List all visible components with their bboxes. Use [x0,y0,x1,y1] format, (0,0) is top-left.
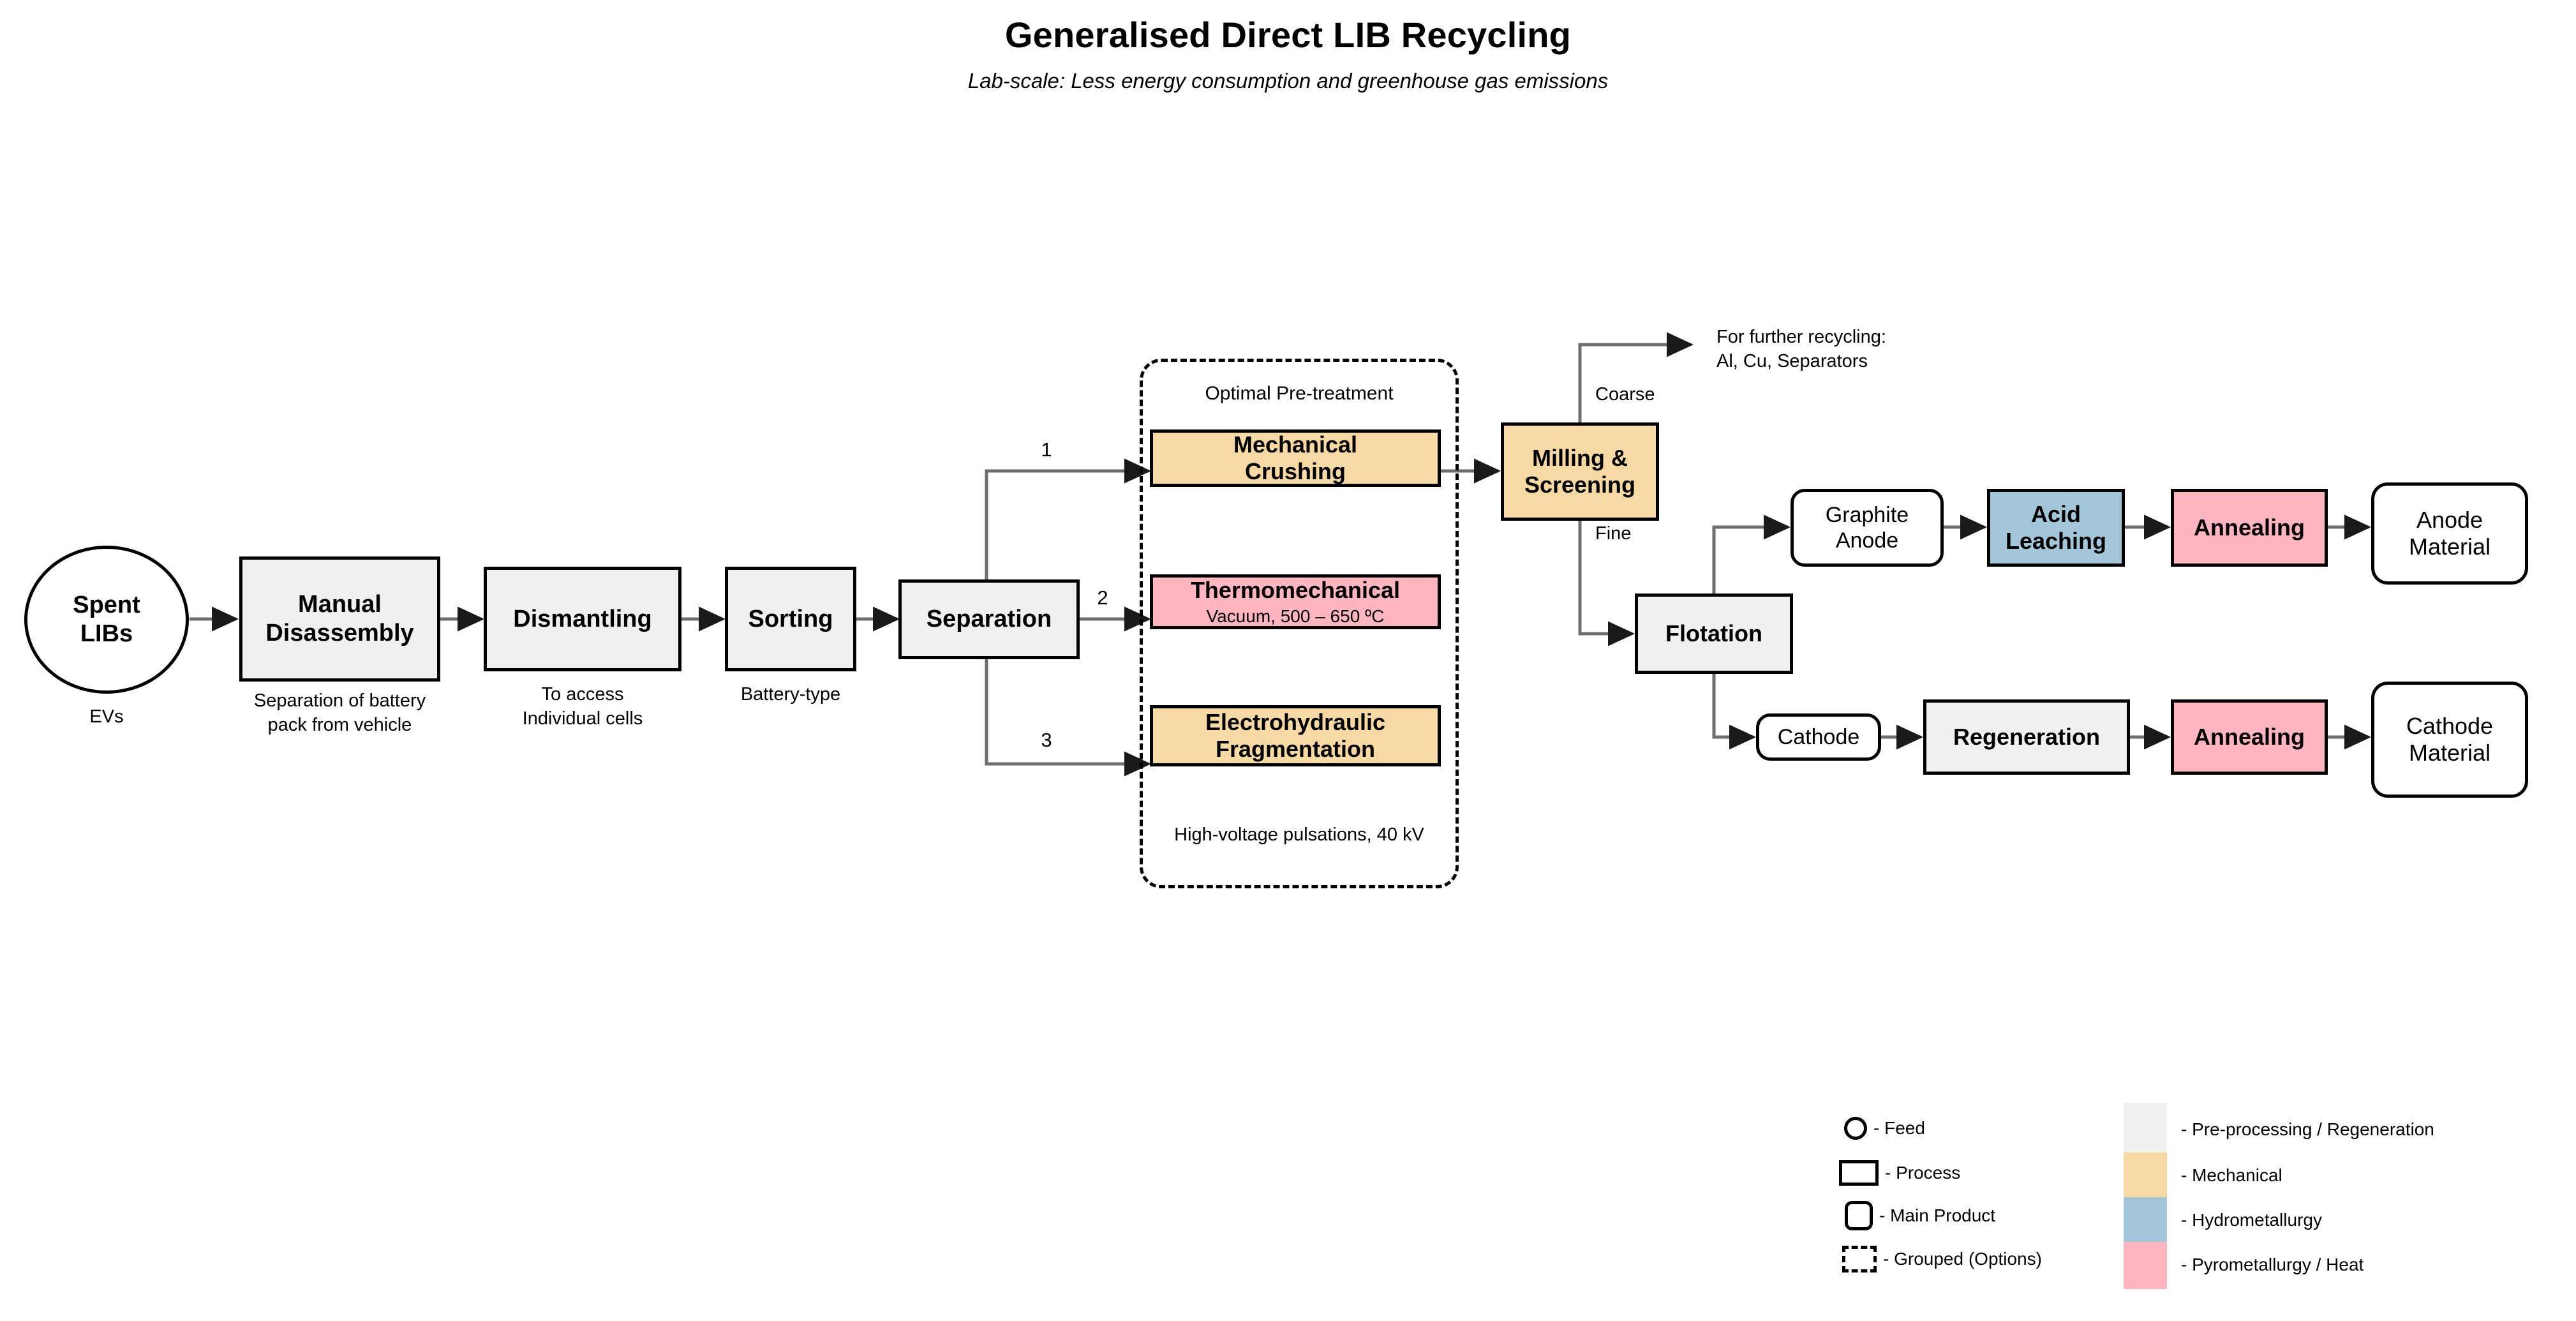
node-anode-material[interactable]: Anode Material [2371,482,2528,585]
caption-sorting: Battery-type [740,684,841,705]
node-sorting[interactable]: Sorting [725,567,856,671]
node-separation-label: Separation [926,606,1052,633]
caption-dismantling: To access Individual cells [522,684,643,729]
page-title: Generalised Direct LIB Recycling [1004,15,1572,55]
node-electrohydraulic-fragmentation-label: Electrohydraulic Fragmentation [1205,708,1386,762]
annotation-further-recycling: For further recycling: Al, Cu, Separator… [1716,327,1886,371]
node-annealing-anode-line-label: Annealing [2193,514,2305,541]
edge-separation-crushing [985,458,1152,579]
group-optimal-pretreatment-label: Optimal Pre-treatment [1205,383,1394,404]
node-acid-leaching[interactable]: Acid Leaching [1987,489,2125,567]
node-regeneration-label: Regeneration [1953,723,2101,750]
legend-row-grouped: - Grouped (Options) [1842,1246,2042,1272]
node-dismantling-label: Dismantling [513,605,652,632]
legend-row-main-product: - Main Product [1845,1201,1995,1230]
legend: - Feed - Process - Main Product - Groupe… [1839,1103,2552,1295]
legend-label-pyrometallurgy: - Pyrometallurgy / Heat [2181,1255,2364,1274]
legend-label-hydrometallurgy: - Hydrometallurgy [2181,1210,2322,1230]
node-flotation-label: Flotation [1665,620,1762,646]
node-annealing-cathode-line-label: Annealing [2193,723,2305,750]
swatch-preprocessing [2124,1103,2167,1153]
edge-label-branch-1: 1 [1041,438,1052,461]
node-separation[interactable]: Separation [898,579,1080,659]
rounded-rect-icon [1845,1201,1873,1230]
edge-flotation-cathode [1712,673,1757,750]
node-cathode-material-label: Cathode Material [2406,712,2494,766]
group-optimal-pretreatment [1140,359,1459,888]
node-electrohydraulic-fragmentation[interactable]: Electrohydraulic Fragmentation [1150,705,1441,766]
node-anode-material-label: Anode Material [2408,506,2491,560]
legend-row-feed: - Feed [1844,1117,1925,1140]
legend-label-mechanical: - Mechanical [2181,1165,2282,1185]
node-annealing-cathode-line[interactable]: Annealing [2171,699,2328,775]
legend-row-process: - Process [1839,1160,1960,1186]
circle-icon [1844,1117,1867,1140]
node-cathode-pill-label: Cathode [1777,724,1860,749]
node-thermomechanical[interactable]: Thermomechanical Vacuum, 500 – 650 ºC [1150,574,1441,629]
edge-label-branch-2: 2 [1097,586,1108,609]
node-graphite-anode[interactable]: Graphite Anode [1791,489,1944,567]
node-manual-disassembly-label: Manual Disassembly [265,591,414,646]
node-milling-screening-label: Milling & Screening [1524,444,1636,498]
edge-label-branch-3: 3 [1041,729,1052,751]
edge-label-coarse: Coarse [1595,384,1655,405]
node-cathode-pill[interactable]: Cathode [1756,713,1881,761]
node-mechanical-crushing[interactable]: Mechanical Crushing [1150,429,1441,487]
swatch-hydrometallurgy [2124,1197,2167,1242]
legend-color-bar [2124,1103,2167,1289]
node-sorting-label: Sorting [748,605,833,632]
node-regeneration[interactable]: Regeneration [1923,699,2130,775]
node-thermomechanical-sublabel: Vacuum, 500 – 650 ºC [1206,606,1385,627]
edge-label-fine: Fine [1595,523,1632,544]
dashed-rect-icon [1842,1246,1877,1272]
legend-label-feed: - Feed [1873,1118,1925,1138]
caption-electrohydraulic: High-voltage pulsations, 40 kV [1174,825,1424,845]
node-spent-libs-label: Spent LIBs [73,592,140,647]
page-subtitle: Lab-scale: Less energy consumption and g… [967,69,1609,93]
node-spent-libs[interactable]: Spent LIBs [24,546,189,694]
node-acid-leaching-label: Acid Leaching [2005,500,2107,554]
node-flotation[interactable]: Flotation [1635,593,1793,674]
node-thermomechanical-label: Thermomechanical [1190,576,1401,603]
rectangle-icon [1839,1160,1879,1186]
node-dismantling[interactable]: Dismantling [484,567,681,671]
legend-label-main-product: - Main Product [1879,1205,1996,1225]
node-graphite-anode-label: Graphite Anode [1825,502,1909,553]
node-cathode-material[interactable]: Cathode Material [2371,682,2528,798]
legend-label-preprocessing: - Pre-processing / Regeneration [2181,1119,2434,1139]
caption-manual-disassembly: Separation of battery pack from vehicle [253,690,426,735]
node-manual-disassembly[interactable]: Manual Disassembly [239,556,440,682]
caption-spent-libs: EVs [89,706,124,727]
legend-label-process: - Process [1885,1163,1961,1183]
swatch-pyrometallurgy [2124,1242,2167,1289]
node-mechanical-crushing-label: Mechanical Crushing [1233,431,1358,484]
swatch-mechanical [2124,1153,2167,1197]
legend-label-grouped: - Grouped (Options) [1883,1249,2042,1269]
node-milling-screening[interactable]: Milling & Screening [1501,422,1659,521]
node-annealing-anode-line[interactable]: Annealing [2171,489,2328,567]
